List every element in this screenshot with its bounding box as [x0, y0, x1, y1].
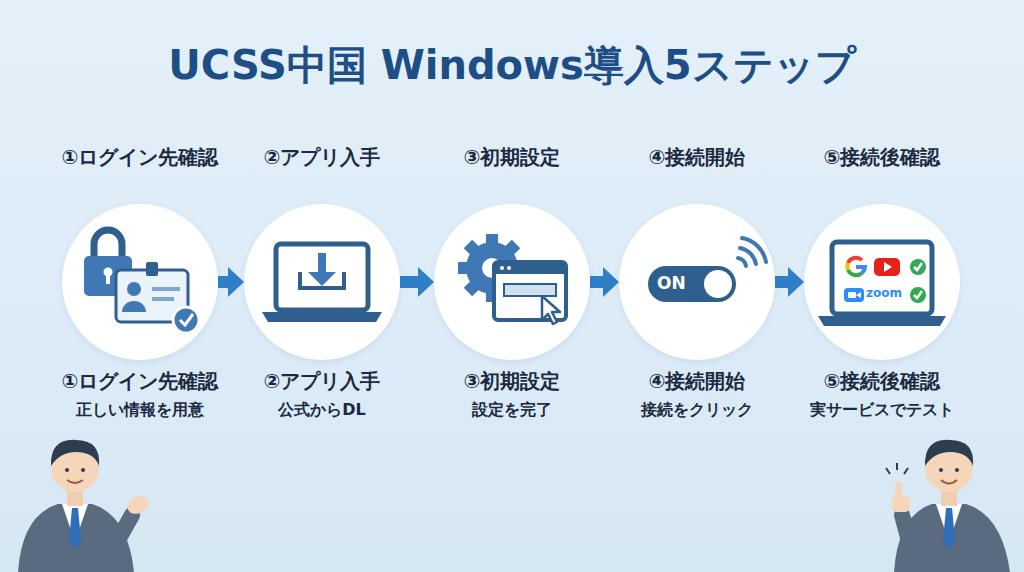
settings-icon	[458, 234, 566, 324]
flow-arrow	[400, 267, 434, 297]
step-heading: ③初期設定	[382, 368, 642, 395]
laptop-services-icon	[818, 242, 946, 326]
businessman-left	[18, 440, 152, 572]
arrow-shaft	[775, 276, 790, 288]
arrow-head	[418, 267, 434, 297]
arrow-head	[788, 267, 804, 297]
step-description: 接続をクリック	[567, 400, 827, 421]
step-circle: ④接続開始④接続開始接続をクリック	[619, 204, 775, 360]
arrow-shaft	[218, 276, 230, 288]
step-heading: ②アプリ入手	[192, 144, 452, 171]
arrow-shaft	[590, 276, 605, 288]
toggle-icon	[648, 238, 766, 302]
step-circle: ⑤接続後確認⑤接続後確認実サービスでテスト	[804, 204, 960, 360]
step-heading: ④接続開始	[567, 144, 827, 171]
step-circle: ③初期設定③初期設定設定を完了	[434, 204, 590, 360]
lock-id-icon	[84, 230, 199, 333]
flow-arrow	[218, 267, 244, 297]
step-description: 実サービスでテスト	[752, 400, 1012, 421]
step-heading: ①ログイン先確認	[10, 368, 270, 395]
step-heading: ①ログイン先確認	[10, 144, 270, 171]
step-heading: ④接続開始	[567, 368, 827, 395]
step-heading: ②アプリ入手	[192, 368, 452, 395]
arrow-head	[603, 267, 619, 297]
step-description: 公式からDL	[192, 400, 452, 421]
step-heading: ③初期設定	[382, 144, 642, 171]
businessman-right	[886, 440, 1010, 572]
step-circle: ②アプリ入手②アプリ入手公式からDL	[244, 204, 400, 360]
laptop-download-icon	[262, 244, 382, 322]
arrow-head	[228, 267, 244, 297]
step-circle: ①ログイン先確認①ログイン先確認正しい情報を用意	[62, 204, 218, 360]
step-description: 設定を完了	[382, 400, 642, 421]
arrow-shaft	[400, 276, 420, 288]
step-heading: ⑤接続後確認	[752, 144, 1012, 171]
title: UCSS中国 Windows導入5ステップ	[0, 38, 1024, 93]
flow-arrow	[590, 267, 619, 297]
step-description: 正しい情報を用意	[10, 400, 270, 421]
step-heading: ⑤接続後確認	[752, 368, 1012, 395]
flow-arrow	[775, 267, 804, 297]
